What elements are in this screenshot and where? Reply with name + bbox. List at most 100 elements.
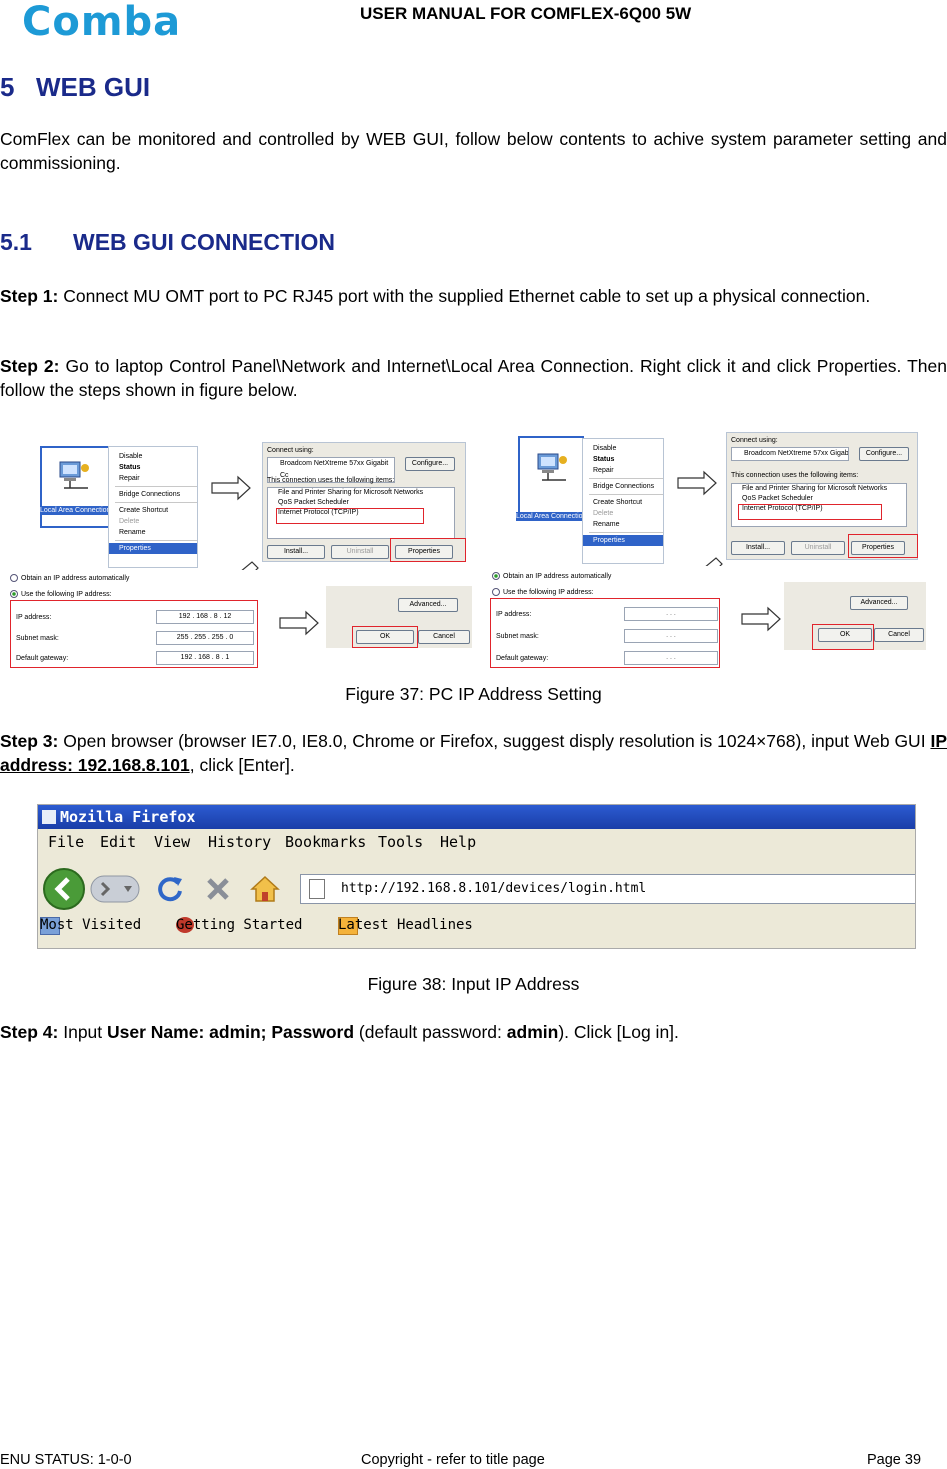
gateway-label: Default gateway:: [496, 655, 549, 662]
reload-icon[interactable]: [156, 875, 184, 903]
menu-item-disable[interactable]: Disable: [119, 453, 143, 460]
item-qos[interactable]: QoS Packet Scheduler: [742, 495, 813, 502]
use-following-option[interactable]: Use the following IP address:: [492, 588, 594, 597]
step-4-text-end: ). Click [Log in].: [558, 1022, 679, 1042]
use-following-option[interactable]: Use the following IP address:: [10, 590, 112, 599]
gateway-field[interactable]: . . .: [624, 651, 718, 665]
radio-icon: [10, 574, 18, 583]
step-3-text: Open browser (browser IE7.0, IE8.0, Chro…: [58, 731, 931, 751]
menu-item-properties[interactable]: Properties: [109, 543, 197, 554]
menu-separator: [115, 502, 197, 503]
menu-item-rename[interactable]: Rename: [593, 521, 620, 528]
obtain-auto-option[interactable]: Obtain an IP address automatically: [492, 572, 611, 581]
menu-item-repair[interactable]: Repair: [593, 467, 614, 474]
properties-highlight: [390, 538, 466, 562]
menu-item-rename[interactable]: Rename: [119, 529, 146, 536]
local-area-connection-icon-box-2[interactable]: Local Area Connectior: [516, 436, 584, 521]
step-4-text-mid: (default password:: [354, 1022, 507, 1042]
advanced-button[interactable]: Advanced...: [398, 598, 458, 612]
back-arrow-icon[interactable]: [42, 867, 86, 911]
local-area-connection-icon-box[interactable]: Local Area Connection: [40, 446, 110, 528]
connection-properties-dialog: Connect using: Broadcom NetXtreme 57xx G…: [262, 442, 466, 562]
menu-item-shortcut[interactable]: Create Shortcut: [593, 499, 643, 506]
item-tcpip[interactable]: Internet Protocol (TCP/IP): [742, 505, 823, 512]
step-3-label: Step 3:: [0, 731, 59, 751]
items-label: This connection uses the following items…: [267, 477, 395, 484]
menu-item-bridge[interactable]: Bridge Connections: [593, 483, 655, 490]
subnet-mask-field[interactable]: . . .: [624, 629, 718, 643]
obtain-auto-option[interactable]: Obtain an IP address automatically: [10, 574, 129, 583]
context-menu-2: Disable Status Repair Bridge Connections…: [582, 438, 664, 564]
menu-item-bridge[interactable]: Bridge Connections: [119, 491, 181, 498]
gateway-label: Default gateway:: [16, 655, 69, 662]
item-qos[interactable]: QoS Packet Scheduler: [278, 499, 349, 506]
ok-button[interactable]: OK: [356, 630, 414, 644]
menu-item-shortcut[interactable]: Create Shortcut: [119, 507, 169, 514]
item-file-sharing[interactable]: File and Printer Sharing for Microsoft N…: [742, 485, 888, 492]
menu-file[interactable]: File: [48, 833, 85, 851]
ip-address-field[interactable]: 192 . 168 . 8 . 12: [156, 610, 254, 624]
install-button[interactable]: Install...: [267, 545, 325, 559]
items-label: This connection uses the following items…: [731, 472, 859, 479]
menu-separator: [115, 540, 197, 541]
configure-button[interactable]: Configure...: [405, 457, 455, 471]
subnet-mask-field[interactable]: 255 . 255 . 255 . 0: [156, 631, 254, 645]
connect-using-label: Connect using:: [267, 447, 314, 454]
window-icon: [42, 810, 56, 824]
step-2: Step 2: Go to laptop Control Panel\Netwo…: [0, 354, 947, 402]
subsection-title: WEB GUI CONNECTION: [73, 229, 335, 255]
ip-address-field[interactable]: . . .: [624, 607, 718, 621]
step-3-text-end: , click [Enter].: [189, 755, 295, 775]
firefox-navigation-bar: http://192.168.8.101/devices/login.html: [38, 865, 915, 911]
cancel-button[interactable]: Cancel: [418, 630, 470, 644]
section-title: WEB GUI: [36, 72, 151, 102]
menu-bookmarks[interactable]: Bookmarks: [285, 833, 367, 851]
figure-37: Local Area Connection Disable Status Rep…: [0, 430, 947, 672]
forward-arrow-icon[interactable]: [90, 875, 140, 903]
arrow-right-icon: [677, 470, 717, 496]
ok-dialog-2: Advanced... OK Cancel: [784, 582, 926, 650]
home-icon[interactable]: [250, 874, 280, 904]
menu-item-delete: Delete: [119, 518, 140, 525]
ok-button[interactable]: OK: [818, 628, 872, 642]
ip-address-label: IP address:: [16, 614, 52, 621]
menu-edit[interactable]: Edit: [100, 833, 137, 851]
item-file-sharing[interactable]: File and Printer Sharing for Microsoft N…: [278, 489, 424, 496]
menu-item-repair[interactable]: Repair: [119, 475, 140, 482]
menu-separator: [589, 532, 663, 533]
step-3: Step 3: Open browser (browser IE7.0, IE8…: [0, 729, 947, 777]
advanced-button[interactable]: Advanced...: [850, 596, 908, 610]
menu-item-status[interactable]: Status: [593, 456, 615, 463]
menu-item-disable[interactable]: Disable: [593, 445, 617, 452]
cancel-button[interactable]: Cancel: [874, 628, 924, 642]
step-1-text: Connect MU OMT port to PC RJ45 port with…: [58, 286, 871, 306]
items-list[interactable]: File and Printer Sharing for Microsoft N…: [267, 487, 455, 539]
stop-icon[interactable]: [204, 875, 232, 903]
properties-button[interactable]: Properties: [395, 545, 453, 559]
menu-history[interactable]: History: [208, 833, 272, 851]
adapter-field: Broadcom NetXtreme 57xx Gigabit Cc: [731, 447, 849, 461]
comba-logo: Comba: [22, 0, 182, 45]
menu-help[interactable]: Help: [440, 833, 477, 851]
configure-button[interactable]: Configure...: [859, 447, 909, 461]
menu-tools[interactable]: Tools: [378, 833, 424, 851]
subnet-mask-label: Subnet mask:: [496, 633, 539, 640]
ip-address-link[interactable]: IP address: 192.168.8.101: [0, 731, 947, 775]
install-button[interactable]: Install...: [731, 541, 785, 555]
gateway-field[interactable]: 192 . 168 . 8 . 1: [156, 651, 254, 665]
page-icon: [309, 879, 325, 899]
connection-properties-dialog-2: Connect using: Broadcom NetXtreme 57xx G…: [726, 432, 918, 560]
properties-button[interactable]: Properties: [851, 541, 905, 555]
menu-item-status[interactable]: Status: [119, 464, 141, 471]
menu-item-delete: Delete: [593, 510, 614, 517]
uninstall-button: Uninstall: [331, 545, 389, 559]
menu-item-properties[interactable]: Properties: [583, 535, 663, 546]
item-tcpip[interactable]: Internet Protocol (TCP/IP): [278, 509, 359, 516]
document-title: USER MANUAL FOR COMFLEX-6Q00 5W: [360, 4, 692, 23]
menu-view[interactable]: View: [154, 833, 191, 851]
figure-37-caption: Figure 37: PC IP Address Setting: [345, 684, 602, 704]
address-bar[interactable]: http://192.168.8.101/devices/login.html: [300, 874, 915, 904]
radio-icon: [492, 588, 500, 597]
